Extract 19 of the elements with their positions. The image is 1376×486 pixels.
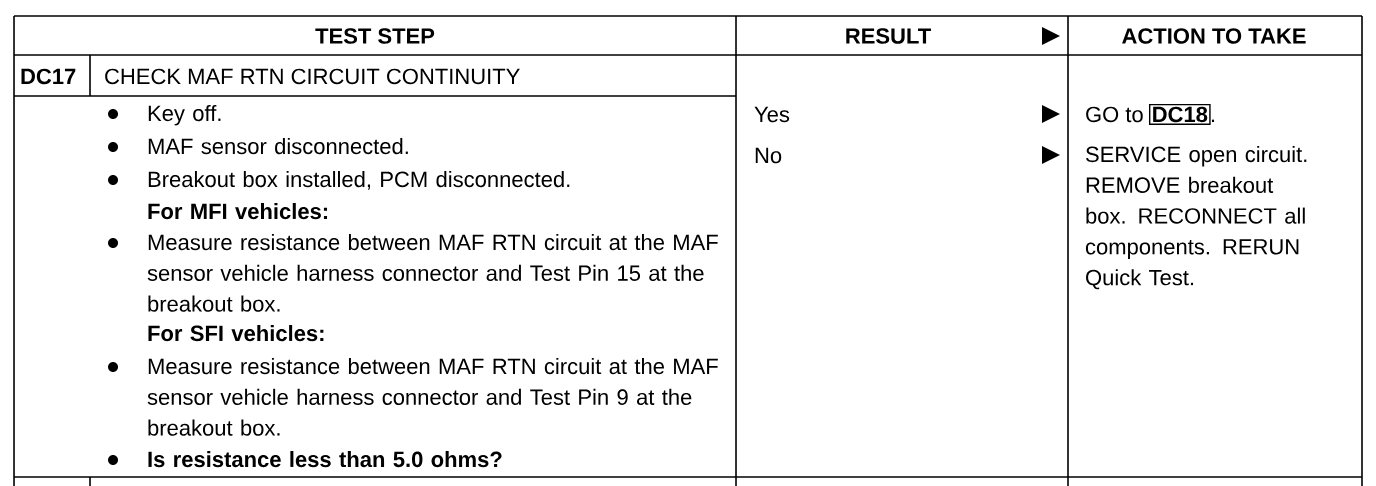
- column-header: ACTION TO TAKE: [1122, 28, 1306, 44]
- step-reference-box: DC18: [1149, 103, 1211, 125]
- column-header: RESULT: [846, 28, 931, 44]
- action-text: .: [1211, 119, 1215, 122]
- step-instruction: Measure resistance between MAF RTN circuit at the MAF sensor vehicle harness connector and Test Pin 15 at the breakout box.: [147, 234, 718, 312]
- step-instruction: Key off.: [148, 105, 221, 126]
- step-instruction: Breakout box installed, PCM disconnected.: [148, 171, 570, 190]
- subheading: For SFI vehicles:: [148, 325, 324, 342]
- subheading: For MFI vehicles:: [148, 203, 328, 220]
- step-number: DC17: [21, 68, 76, 85]
- step-instruction: Measure resistance between MAF RTN circuit at the MAF sensor vehicle harness connector and Test Pin 9 at the breakout box.: [147, 358, 718, 436]
- column-header: TEST STEP: [315, 28, 435, 44]
- step-title: CHECK MAF RTN CIRCUIT CONTINUITY: [105, 68, 520, 85]
- action-text: SERVICE open circuit. REMOVE breakout box. RECONNECT all components. RERUN Quick Test.: [1085, 146, 1307, 290]
- result-text: Yes: [754, 106, 790, 123]
- action-text: GO to: [1086, 106, 1143, 123]
- step-question: Is resistance less than 5.0 ohms?: [148, 451, 502, 468]
- step-instruction: MAF sensor disconnected.: [148, 138, 408, 155]
- result-text: No: [755, 147, 782, 164]
